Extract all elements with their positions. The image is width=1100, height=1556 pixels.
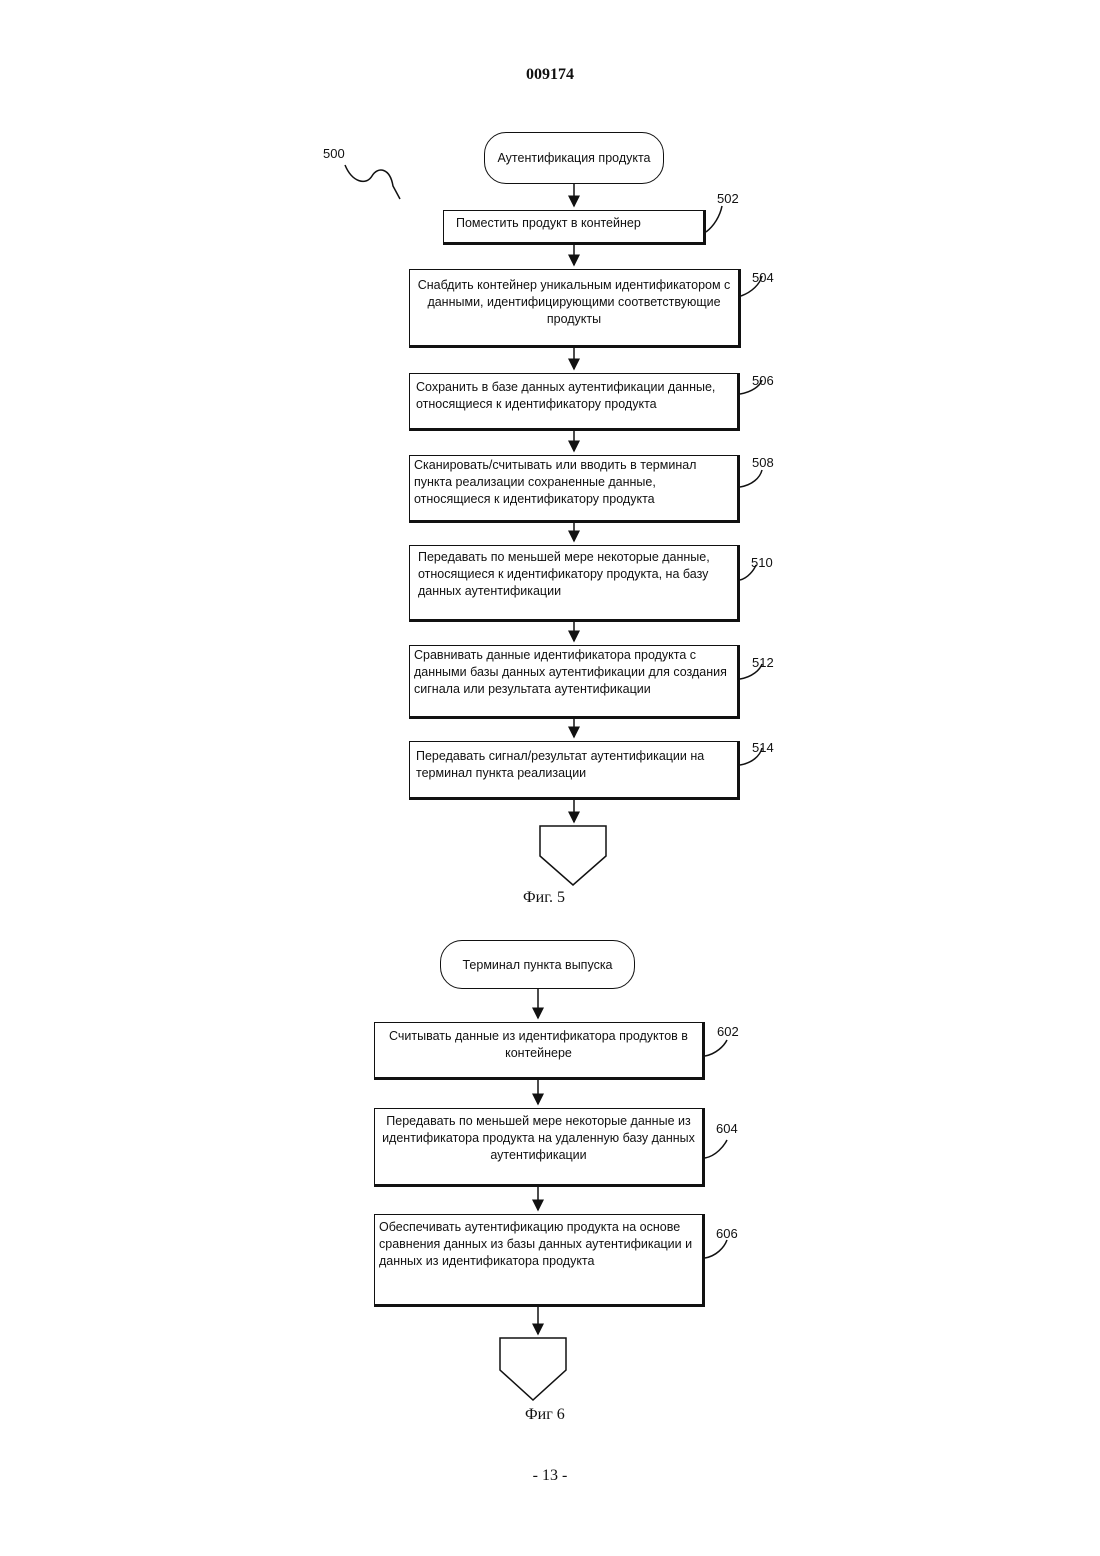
process-step-510: Передавать по меньшей мере некоторые дан…: [409, 545, 740, 622]
step-number-508: 508: [752, 455, 774, 470]
step-text: Обеспечивать аутентификацию продукта на …: [379, 1220, 692, 1268]
process-step-514: Передавать сигнал/результат аутентификац…: [409, 741, 740, 800]
start-terminal-label: Терминал пункта выпуска: [462, 958, 612, 972]
step-text: Передавать по меньшей мере некоторые дан…: [418, 550, 710, 598]
step-text: Сравнивать данные идентификатора продукт…: [414, 648, 727, 696]
step-number-510: 510: [751, 555, 773, 570]
step-number-606: 606: [716, 1226, 738, 1241]
figure-reference-500: 500: [323, 146, 345, 161]
step-number-602: 602: [717, 1024, 739, 1039]
process-step-508: Сканировать/считывать или вводить в терм…: [409, 455, 740, 523]
step-text: Снабдить контейнер уникальным идентифика…: [418, 278, 731, 326]
start-terminal-fig5: Аутентификация продукта: [484, 132, 664, 184]
process-step-506: Сохранить в базе данных аутентификации д…: [409, 373, 740, 431]
step-text: Поместить продукт в контейнер: [456, 216, 641, 230]
step-text: Передавать сигнал/результат аутентификац…: [416, 749, 704, 780]
step-number-604: 604: [716, 1121, 738, 1136]
process-step-604: Передавать по меньшей мере некоторые дан…: [374, 1108, 705, 1187]
process-step-502: Поместить продукт в контейнер: [443, 210, 706, 245]
step-text: Передавать по меньшей мере некоторые дан…: [382, 1114, 695, 1162]
page-number: - 13 -: [0, 1467, 1100, 1485]
figure-caption-5: Фиг. 5: [523, 889, 565, 907]
step-number-506: 506: [752, 373, 774, 388]
start-terminal-label: Аутентификация продукта: [497, 151, 650, 165]
process-step-512: Сравнивать данные идентификатора продукт…: [409, 645, 740, 719]
process-step-504: Снабдить контейнер уникальным идентифика…: [409, 269, 741, 348]
figure-caption-6: Фиг 6: [525, 1406, 565, 1424]
step-number-514: 514: [752, 740, 774, 755]
step-text: Считывать данные из идентификатора проду…: [389, 1029, 688, 1060]
step-number-504: 504: [752, 270, 774, 285]
step-number-512: 512: [752, 655, 774, 670]
step-text: Сохранить в базе данных аутентификации д…: [416, 380, 715, 411]
step-text: Сканировать/считывать или вводить в терм…: [414, 458, 696, 506]
process-step-606: Обеспечивать аутентификацию продукта на …: [374, 1214, 705, 1307]
step-number-502: 502: [717, 191, 739, 206]
start-terminal-fig6: Терминал пункта выпуска: [440, 940, 635, 989]
process-step-602: Считывать данные из идентификатора проду…: [374, 1022, 705, 1080]
